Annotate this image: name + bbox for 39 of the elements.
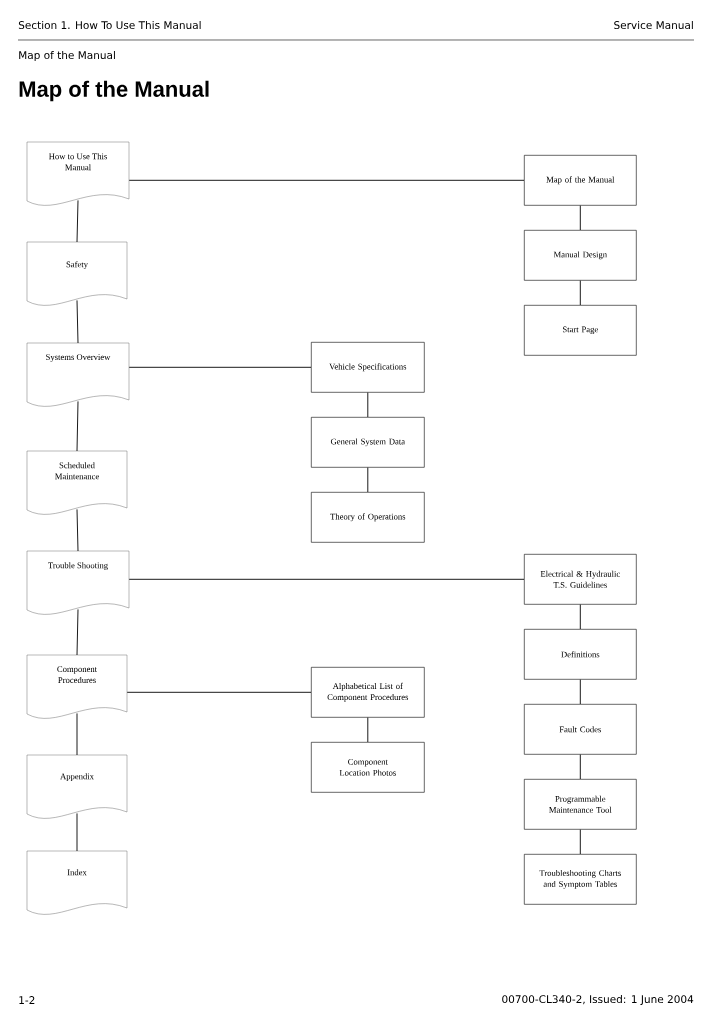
process-box: Manual Design <box>524 230 637 281</box>
connector-line <box>367 467 369 493</box>
process-box: Alphabetical List of Component Procedures <box>311 667 425 718</box>
connector-line <box>76 508 79 552</box>
header-text: Service Manual <box>614 20 693 30</box>
connector-line <box>76 299 79 344</box>
footer-text: 00700-CL340-2, Issued: 1 June 2004 <box>502 995 694 1006</box>
connector-line <box>367 717 369 743</box>
connector-line <box>128 366 312 368</box>
connector-line <box>579 679 581 705</box>
process-box: Map of the Manual <box>524 155 637 206</box>
process-box: Start Page <box>524 305 637 356</box>
header-text: Section 1. How To Use This Manual <box>18 20 201 30</box>
process-box: Definitions <box>524 629 637 680</box>
connector-line <box>76 199 79 243</box>
process-box: Fault Codes <box>524 704 637 755</box>
page-number: 1-2 <box>19 996 35 1004</box>
process-box: Troubleshooting Charts and Symptom Tables <box>524 854 637 905</box>
process-box: Theory of Operations <box>311 492 425 543</box>
connector-line <box>126 691 312 693</box>
connector-line <box>76 608 79 656</box>
connector-line <box>579 280 581 306</box>
process-box: Component Location Photos <box>311 742 425 793</box>
connector-line <box>579 205 581 231</box>
connector-line <box>76 400 79 452</box>
connector-line <box>579 829 581 855</box>
process-box: Vehicle Specifications <box>311 342 425 393</box>
connector-line <box>367 392 369 418</box>
page-title: Map of the Manual <box>19 80 209 102</box>
connector-line <box>579 754 581 780</box>
connector-line <box>128 179 525 181</box>
connector-line <box>76 812 78 852</box>
connector-line <box>76 712 78 756</box>
connector-line <box>579 604 581 630</box>
process-box: Programmable Maintenance Tool <box>524 779 637 830</box>
process-box: General System Data <box>311 417 425 468</box>
process-box: Electrical & Hydraulic T.S. Guidelines <box>524 554 637 605</box>
section-heading: Map of the Manual <box>19 50 115 62</box>
connector-line <box>128 578 525 580</box>
